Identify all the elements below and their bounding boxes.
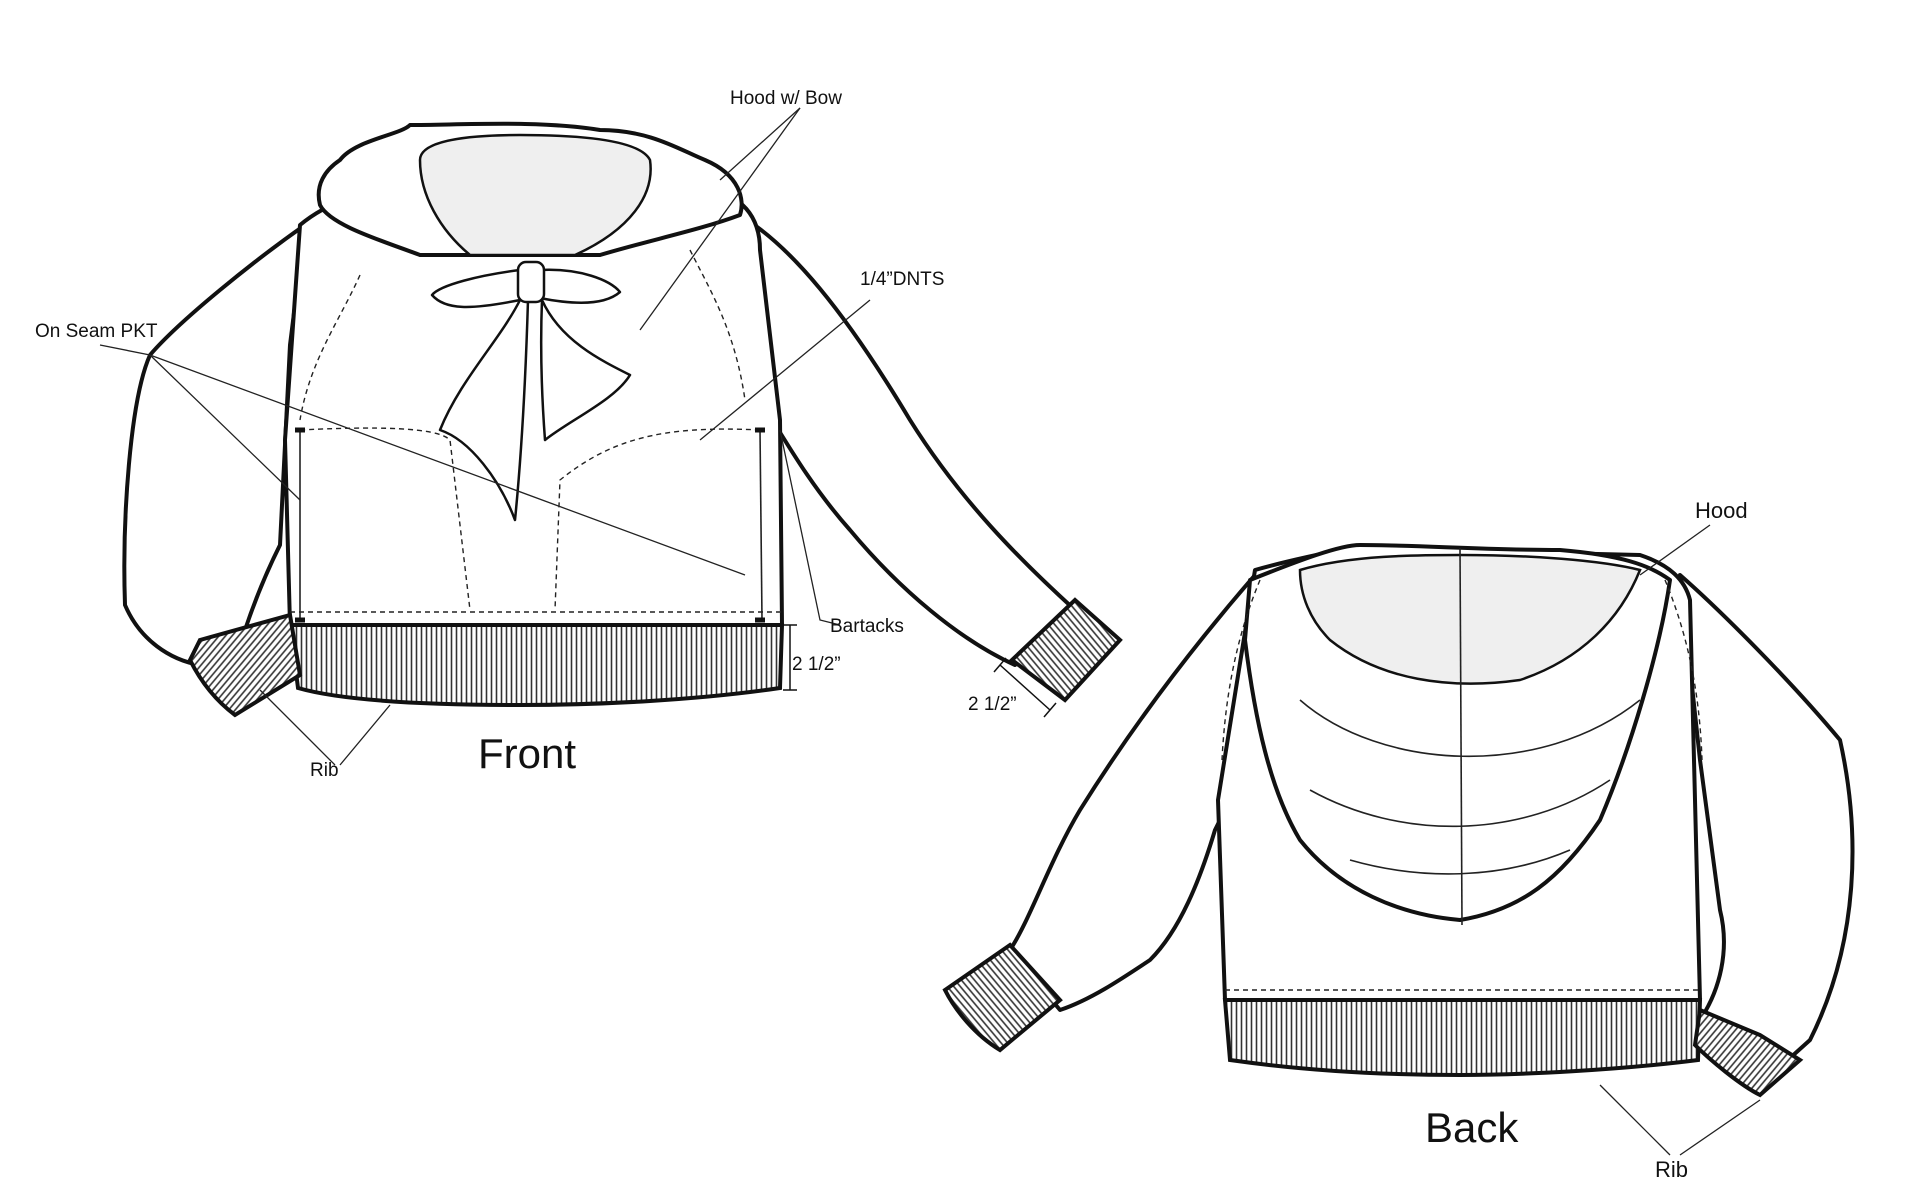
callout-dnts: 1/4”DNTS	[860, 269, 944, 290]
front-right-pocket-stitch	[554, 428, 761, 611]
leader-rib-back	[1599, 1084, 1671, 1156]
back-caption: Back	[1425, 1104, 1519, 1151]
callout-rib-front: Rib	[310, 760, 339, 781]
back-left-cuff-rib	[942, 942, 1063, 1053]
front-bow-loop-left	[430, 268, 522, 309]
front-bow-tail-left	[438, 298, 530, 522]
leader-dnts	[699, 299, 871, 441]
callout-rib-back: Rib	[1655, 1157, 1688, 1182]
leader-rib-front	[259, 689, 336, 766]
front-bow-tail-right	[539, 298, 632, 442]
leader-on-seam-pkt	[149, 354, 301, 501]
front-bow-knot	[516, 260, 546, 304]
back-right-sleeve	[1678, 573, 1855, 1087]
cuff-dimension-tick	[993, 657, 1007, 673]
leader-hood-bow	[639, 107, 801, 331]
dimension-marks	[783, 624, 1057, 718]
leader-hood-bow	[719, 107, 801, 181]
back-hood-fold	[1309, 779, 1611, 828]
leader-on-seam-pkt	[99, 344, 151, 356]
front-hem-rib	[287, 623, 785, 708]
cuff-dimension-tick	[1043, 702, 1057, 718]
front-left-cuff-rib	[187, 612, 303, 718]
callout-hood-with-bow: Hood w/ Bow	[730, 88, 842, 109]
back-right-raglan-stitch	[1664, 579, 1703, 761]
back-left-raglan-stitch	[1221, 579, 1261, 761]
leader-hood-back	[1639, 524, 1711, 576]
leader-rib-back	[1679, 1099, 1761, 1156]
back-hood-center-seam	[1459, 547, 1463, 926]
back-view	[942, 543, 1855, 1098]
callout-on-seam-pkt: On Seam PKT	[35, 321, 158, 342]
front-bow-loop-right	[538, 268, 622, 304]
leader-on-seam-pkt	[149, 354, 746, 576]
back-hood-fold	[1349, 849, 1571, 875]
back-right-cuff-rib	[1692, 1007, 1804, 1098]
front-hood-opening	[418, 133, 652, 257]
hem-dimension-label: 2 1/2”	[792, 654, 841, 675]
cuff-dimension-label: 2 1/2”	[968, 694, 1017, 715]
front-view	[122, 121, 1123, 718]
callout-bartacks: Bartacks	[830, 616, 904, 637]
cuff-dimension-line	[999, 664, 1051, 711]
back-hood-inner-shade	[1298, 553, 1642, 685]
front-left-sleeve	[122, 223, 307, 667]
leader-bartacks	[779, 429, 841, 626]
back-left-sleeve	[1008, 573, 1257, 1012]
front-caption: Front	[478, 730, 576, 777]
leader-lines	[99, 107, 1761, 1156]
front-left-raglan-stitch	[299, 274, 361, 421]
front-right-pocket-edge	[759, 429, 763, 621]
back-hem-rib	[1222, 998, 1703, 1078]
callout-hood-back: Hood	[1695, 498, 1748, 523]
front-right-raglan-stitch	[689, 249, 746, 401]
leader-rib-front	[339, 704, 391, 766]
front-right-cuff-rib	[1008, 597, 1123, 703]
back-hood-fold	[1299, 699, 1641, 758]
